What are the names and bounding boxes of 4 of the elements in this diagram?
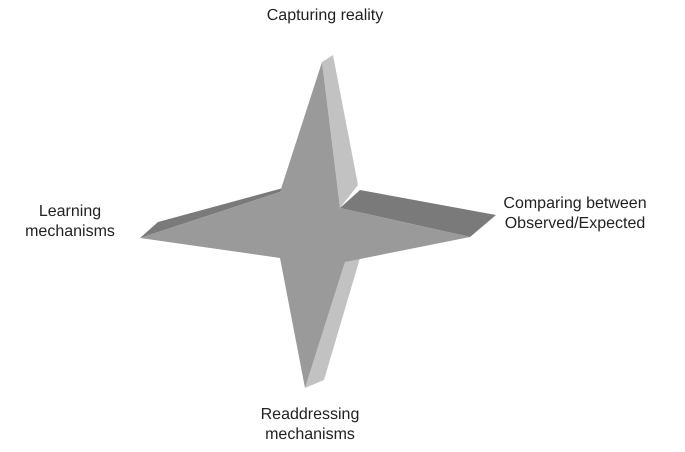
star-point-label: Capturing reality [266, 6, 384, 26]
star-point-label: Readdressing mechanisms [260, 405, 360, 445]
star-point-label: Comparing between Observed/Expected [502, 194, 648, 234]
star-point-label: Learning mechanisms [24, 202, 116, 242]
